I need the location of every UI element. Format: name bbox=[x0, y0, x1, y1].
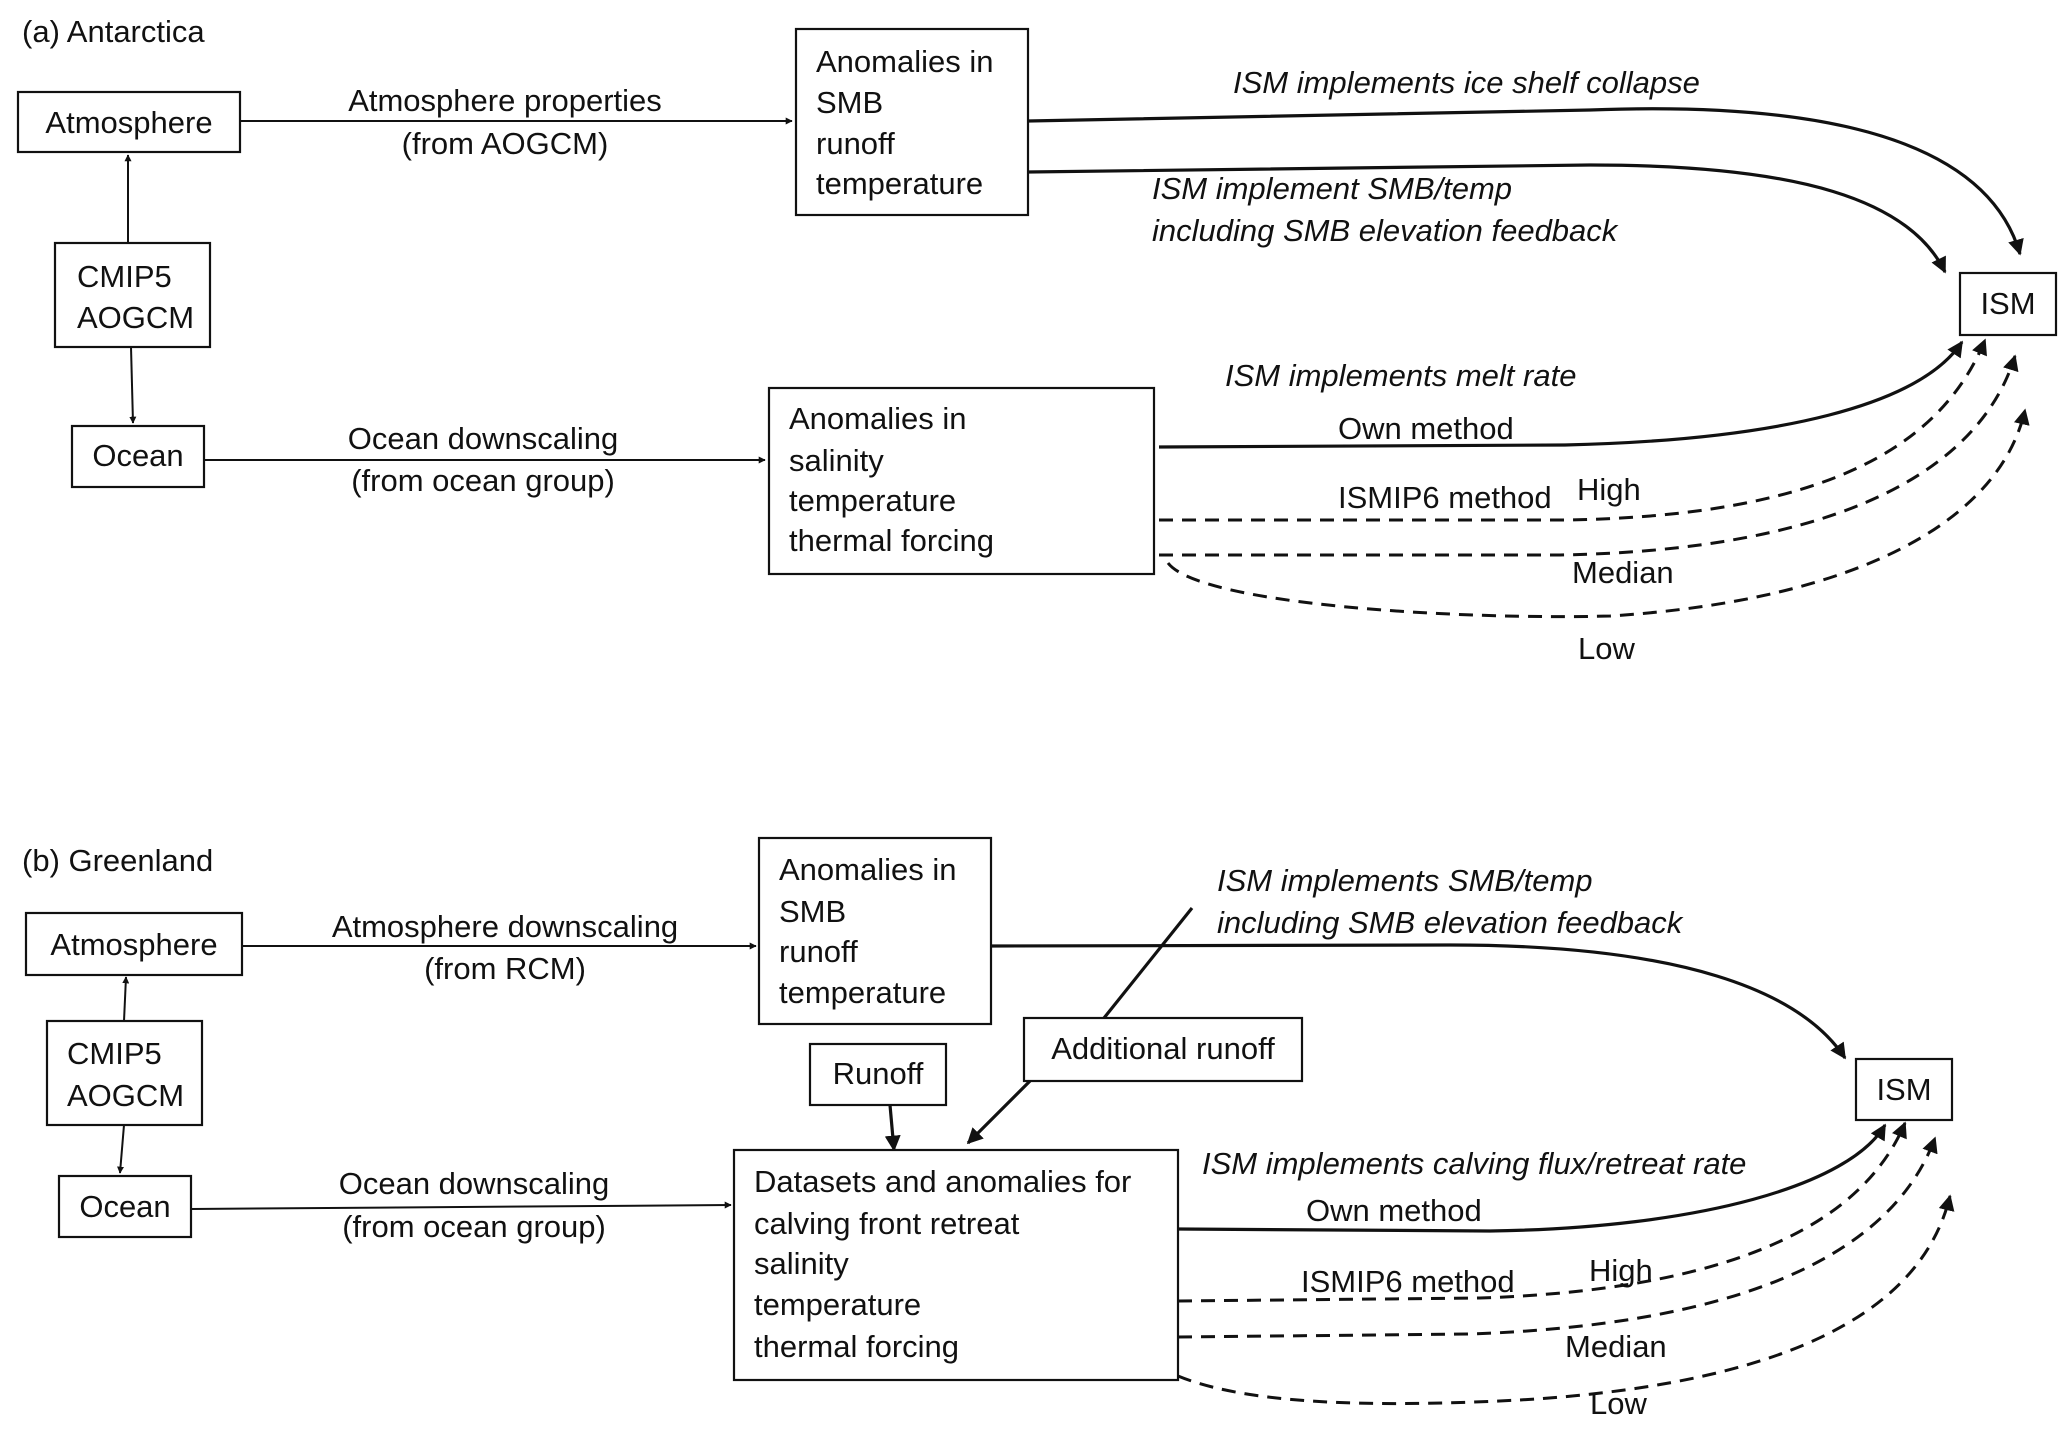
runoff-label: Runoff bbox=[833, 1056, 924, 1091]
ism-label-a: ISM bbox=[1980, 286, 2035, 321]
ocean-anomalies-line-3: temperature bbox=[789, 483, 956, 518]
own-method-arrow-b bbox=[1177, 1123, 1887, 1233]
smb-temp-arrow-a bbox=[1027, 163, 1947, 274]
median-arrow-a bbox=[1159, 354, 2019, 557]
ocean-anomalies-line-1: Anomalies in bbox=[789, 401, 966, 436]
low-arrow-b bbox=[1177, 1194, 1955, 1406]
ocean-label: Ocean bbox=[92, 438, 183, 473]
atmosphere-source-label: (from AOGCM) bbox=[402, 126, 609, 161]
calving-label: ISM implements calving flux/retreat rate bbox=[1202, 1146, 1746, 1181]
atmosphere-downscaling-label: Atmosphere downscaling bbox=[332, 909, 678, 944]
atm-anomalies-b-line-1: Anomalies in bbox=[779, 852, 956, 887]
own-method-label-a: Own method bbox=[1338, 411, 1514, 446]
panel-a-title: (a) Antarctica bbox=[22, 14, 205, 49]
median-label-a: Median bbox=[1572, 555, 1674, 590]
ocean-downscaling-label-b: Ocean downscaling bbox=[339, 1166, 610, 1201]
low-label-b: Low bbox=[1590, 1386, 1647, 1421]
atm-anomalies-line-3: runoff bbox=[816, 126, 895, 161]
own-method-arrow-a bbox=[1158, 340, 1964, 449]
cmip5-to-atmosphere-arrow-b bbox=[122, 976, 130, 1022]
low-label-a: Low bbox=[1578, 631, 1635, 666]
atm-anomalies-b-line-2: SMB bbox=[779, 894, 846, 929]
ice-shelf-collapse-label: ISM implements ice shelf collapse bbox=[1233, 65, 1700, 100]
ism-box-a bbox=[1958, 271, 2058, 337]
ocean-anomalies-box bbox=[767, 386, 1156, 576]
cmip5-to-ocean-arrow bbox=[129, 346, 137, 424]
aogcm-label: AOGCM bbox=[77, 300, 194, 335]
panel-greenland: (b) Greenland Atmosphere CMIP5 AOGCM Oce… bbox=[22, 836, 1955, 1421]
datasets-box bbox=[732, 1148, 1180, 1382]
additional-runoff-connector bbox=[1102, 907, 1194, 1019]
ism-box-b bbox=[1854, 1057, 1954, 1122]
ism-label-b: ISM bbox=[1876, 1072, 1931, 1107]
atm-anomalies-line-2: SMB bbox=[816, 85, 883, 120]
cmip5-aogcm-box-b bbox=[45, 1019, 204, 1127]
cmip5-label: CMIP5 bbox=[77, 259, 172, 294]
cmip5-to-ocean-arrow-b bbox=[117, 1124, 125, 1174]
panel-antarctica: (a) Antarctica Atmosphere CMIP5 AOGCM Oc… bbox=[16, 14, 2058, 666]
atmosphere-properties-label: Atmosphere properties bbox=[348, 83, 662, 118]
atm-anomalies-line-4: temperature bbox=[816, 166, 983, 201]
atm-anomalies-line-1: Anomalies in bbox=[816, 44, 993, 79]
low-arrow-a bbox=[1166, 408, 2030, 619]
atmosphere-label-b: Atmosphere bbox=[50, 927, 217, 962]
additional-runoff-arrow bbox=[966, 1079, 1032, 1145]
high-label-b: High bbox=[1589, 1253, 1653, 1288]
smb-temp-label-a-2: including SMB elevation feedback bbox=[1152, 213, 1619, 248]
ice-shelf-collapse-arrow bbox=[1027, 107, 2024, 256]
runoff-box bbox=[808, 1042, 948, 1107]
ocean-source-label-b: (from ocean group) bbox=[342, 1209, 606, 1244]
ocean-downscaling-arrow-b bbox=[190, 1201, 732, 1210]
ocean-downscaling-label: Ocean downscaling bbox=[348, 421, 619, 456]
atmosphere-box bbox=[16, 90, 242, 154]
smb-temp-arrow-b bbox=[990, 943, 1847, 1060]
smb-temp-label-a-1: ISM implement SMB/temp bbox=[1152, 171, 1512, 206]
additional-runoff-box bbox=[1022, 1016, 1304, 1083]
cmip5-aogcm-box bbox=[53, 241, 212, 349]
atmosphere-downscaling-source: (from RCM) bbox=[424, 951, 586, 986]
datasets-line-3: salinity bbox=[754, 1246, 849, 1281]
datasets-line-4: temperature bbox=[754, 1287, 921, 1322]
aogcm-label-b: AOGCM bbox=[67, 1078, 184, 1113]
melt-rate-label: ISM implements melt rate bbox=[1225, 358, 1576, 393]
smb-temp-label-b-1: ISM implements SMB/temp bbox=[1217, 863, 1593, 898]
median-label-b: Median bbox=[1565, 1329, 1667, 1364]
atmosphere-label: Atmosphere bbox=[45, 105, 212, 140]
high-arrow-b bbox=[1177, 1121, 1907, 1303]
ocean-box-b bbox=[57, 1174, 193, 1239]
ocean-label-b: Ocean bbox=[79, 1189, 170, 1224]
runoff-arrow bbox=[884, 1104, 901, 1152]
cmip5-label-b: CMIP5 bbox=[67, 1036, 162, 1071]
atm-anomalies-b-line-3: runoff bbox=[779, 934, 858, 969]
datasets-line-5: thermal forcing bbox=[754, 1329, 959, 1364]
ocean-source-label: (from ocean group) bbox=[351, 463, 615, 498]
atmosphere-anomalies-box bbox=[794, 27, 1030, 217]
ocean-anomalies-line-4: thermal forcing bbox=[789, 523, 994, 558]
panel-b-title: (b) Greenland bbox=[22, 843, 213, 878]
additional-runoff-label: Additional runoff bbox=[1051, 1031, 1275, 1066]
high-label-a: High bbox=[1577, 472, 1641, 507]
ocean-anomalies-line-2: salinity bbox=[789, 443, 884, 478]
ocean-box bbox=[70, 424, 206, 489]
ismip6-method-label-b: ISMIP6 method bbox=[1301, 1264, 1515, 1299]
high-arrow-a bbox=[1159, 338, 1987, 522]
datasets-line-1: Datasets and anomalies for bbox=[754, 1164, 1131, 1199]
datasets-line-2: calving front retreat bbox=[754, 1206, 1020, 1241]
ismip6-method-label-a: ISMIP6 method bbox=[1338, 480, 1552, 515]
own-method-label-b: Own method bbox=[1306, 1193, 1482, 1228]
atmosphere-box-b bbox=[24, 911, 244, 977]
smb-temp-label-b-2: including SMB elevation feedback bbox=[1217, 905, 1684, 940]
median-arrow-b bbox=[1177, 1136, 1938, 1339]
atm-anomalies-b-line-4: temperature bbox=[779, 975, 946, 1010]
atmosphere-anomalies-box-b bbox=[757, 836, 993, 1026]
